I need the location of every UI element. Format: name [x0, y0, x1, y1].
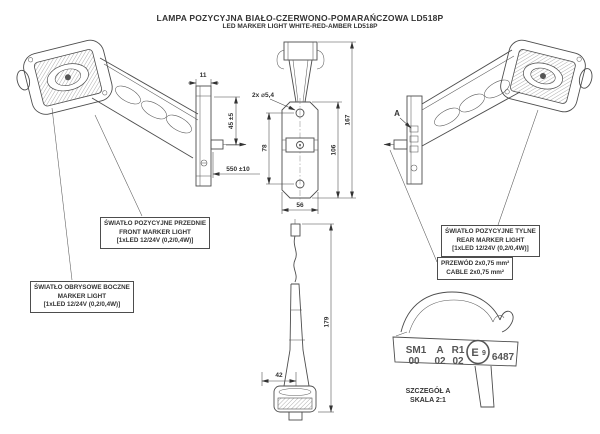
dim-hole-spacing: 78 [262, 112, 294, 185]
callout-side-marker-en: MARKER LIGHT [57, 292, 107, 300]
e-mark-oval [466, 339, 490, 365]
dim-hole-spacing-label: 78 [262, 144, 269, 152]
callout-side-marker: ŚWIATŁO OBRYSOWE BOCZNE MARKER LIGHT [1x… [30, 281, 134, 313]
leader-rear-marker [497, 109, 539, 226]
callout-cable-en: CABLE 2x0,75 mm² [446, 268, 504, 276]
dim-total-height-label: 167 [345, 114, 352, 125]
side-lens-bump [16, 69, 31, 91]
dim-cable-length: 550 ±10 [212, 152, 260, 178]
plate-code-5: 02 [434, 356, 446, 367]
detail-a-caption: SZCZEGÓŁ A [406, 386, 451, 395]
dim-head-depth-label: 42 [275, 372, 283, 379]
dim-bracket-width-label: 11 [200, 72, 207, 79]
bracket-plate [281, 101, 319, 199]
e-mark-class: 9 [482, 350, 486, 357]
connector [290, 223, 301, 237]
callout-side-marker-pl: ŚWIATŁO OBRYSOWE BOCZNE [34, 284, 130, 291]
plate-code-3: R1 [452, 345, 465, 356]
dim-bracket-width: 11 [188, 72, 219, 86]
detail-a-view: SM1 A R1 00 02 02 E 9 6487 SZCZEGÓŁ A SK… [392, 291, 519, 408]
dim-body-height: 106 [312, 101, 356, 199]
lamp-housing [23, 39, 113, 115]
mount-hole-bottom [295, 179, 305, 189]
plate-code-4: 00 [408, 356, 420, 367]
detail-a-letter: A [394, 109, 400, 118]
dim-bracket-height-label: 45 ±5 [228, 113, 235, 130]
left-cable [210, 139, 247, 150]
detail-a-scale: SKALA 2:1 [410, 397, 446, 404]
led-center [540, 73, 546, 79]
dim-holes-label: 2x ⌀5,4 [252, 92, 274, 99]
drawing-title: LAMPA POZYCYJNA BIAŁO-CZERWONO-POMARAŃCZ… [156, 13, 444, 23]
side-lens-bump [578, 68, 593, 89]
callout-rear-marker: ŚWIATŁO POZYCYJNE TYLNE REAR MARKER LIGH… [441, 225, 540, 257]
callout-front-marker-pl: ŚWIATŁO POZYCYJNE PRZEDNIE [104, 220, 207, 227]
leader-side-marker [51, 107, 73, 281]
callout-front-marker-spec: [1xLED 12/24V (0,2/0,4W)] [116, 237, 194, 244]
callout-cable: PRZEWÓD 2x0,75 mm² CABLE 2x0,75 mm² [437, 257, 514, 280]
left-bracket [195, 85, 212, 187]
callout-side-marker-spec: [1xLED 12/24V (0,2/0,4W)] [43, 301, 121, 308]
plate-code-1: SM1 [406, 345, 427, 356]
callout-rear-marker-en: REAR MARKER LIGHT [456, 236, 525, 244]
plate-code-2: A [436, 345, 443, 356]
callout-rear-marker-pl: ŚWIATŁO POZYCYJNE TYLNE [445, 228, 536, 235]
side-view: 179 42 [261, 219, 334, 421]
left-arm [91, 57, 199, 159]
front-view: 2x ⌀5,4 78 106 167 [252, 41, 356, 214]
e-mark-letter: E [471, 347, 478, 359]
cable-wave [293, 235, 297, 283]
cable-gland [393, 139, 408, 150]
callout-front-marker: ŚWIATŁO POZYCYJNE PRZEDNIE FRONT MARKER … [100, 217, 211, 249]
dim-head-depth: 42 [261, 372, 297, 386]
led-center [64, 74, 71, 81]
lens-profile [277, 397, 313, 410]
right-cable [383, 139, 408, 150]
callout-cable-pl: PRZEWÓD 2x0,75 mm² [441, 260, 510, 267]
mount-hole-top [295, 108, 305, 118]
dim-bracket-height: 45 ±5 [214, 96, 240, 146]
detail-a-marker: A [394, 109, 412, 129]
dim-body-height-label: 106 [331, 144, 338, 155]
plate-code-6: 02 [452, 356, 464, 367]
right-arm [421, 49, 521, 147]
callout-rear-marker-spec: [1xLED 12/24V (0,2/0,4W)] [452, 245, 529, 252]
bracket-screw [410, 164, 418, 172]
lamp-housing [500, 39, 586, 113]
callout-front-marker-en: FRONT MARKER LIGHT [119, 228, 191, 236]
dim-cable-length-label: 550 ±10 [226, 166, 250, 173]
dim-total-length: 179 [302, 223, 334, 413]
dim-holes: 2x ⌀5,4 [252, 92, 296, 111]
leader-front-marker [94, 114, 143, 217]
dim-total-length-label: 179 [324, 316, 331, 327]
dim-width: 56 [281, 192, 319, 214]
cable-gland [210, 139, 224, 150]
drawing-subtitle: LED MARKER LIGHT WHITE-RED-AMBER LD518P [222, 23, 378, 30]
dim-width-label: 56 [296, 202, 304, 209]
leader-cable [389, 149, 438, 263]
right-view: A [383, 39, 593, 263]
right-bracket [406, 95, 423, 185]
left-lamp-head [16, 39, 113, 115]
rubber-strip [474, 365, 495, 408]
right-lamp-head [500, 39, 593, 113]
dim-total-height: 167 [318, 41, 356, 199]
top-cap [283, 41, 318, 61]
left-view: 11 45 ±5 550 ±10 [16, 39, 260, 281]
approval-number: 6487 [492, 352, 515, 363]
